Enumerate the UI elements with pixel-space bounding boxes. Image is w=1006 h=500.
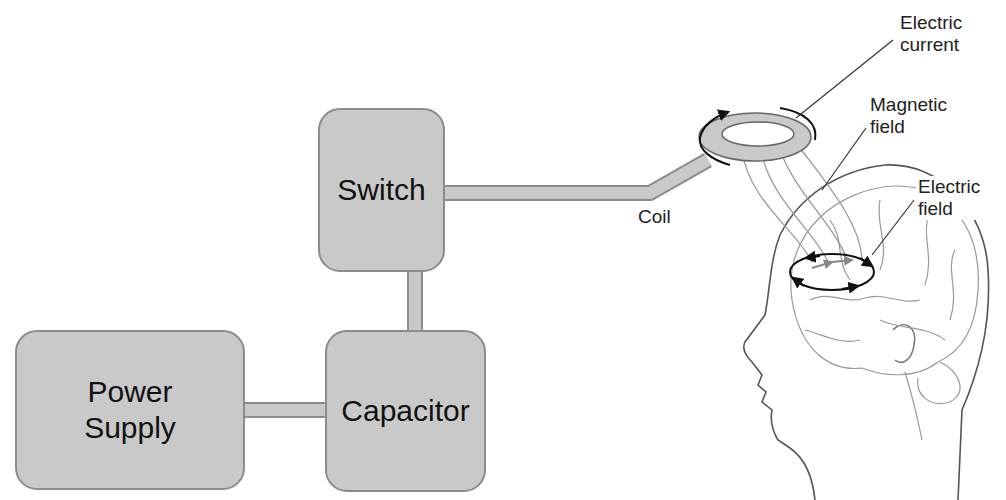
connector-fill	[245, 404, 325, 416]
magnetic-field-lines	[742, 148, 862, 262]
process-box: Power Supply	[15, 330, 245, 490]
connector-bar	[415, 272, 416, 330]
connector-fill	[409, 272, 421, 330]
coil-wire	[445, 160, 708, 193]
electric-field-loop	[790, 254, 874, 290]
connector-outline	[407, 272, 423, 330]
box-label: Capacitor	[341, 393, 469, 429]
connector-outline	[245, 402, 325, 418]
part-label: Electric current	[898, 12, 986, 56]
connector-bar	[245, 410, 325, 411]
part-label: Electric field	[916, 176, 992, 220]
part-label: Coil	[636, 206, 673, 228]
leader-lines	[796, 40, 914, 255]
process-box: Capacitor	[325, 330, 486, 492]
brain-illustration	[791, 186, 978, 440]
process-box: Switch	[318, 108, 445, 272]
part-label: Magnetic field	[868, 94, 956, 138]
box-label: Power Supply	[55, 374, 205, 446]
box-label: Switch	[337, 172, 425, 208]
